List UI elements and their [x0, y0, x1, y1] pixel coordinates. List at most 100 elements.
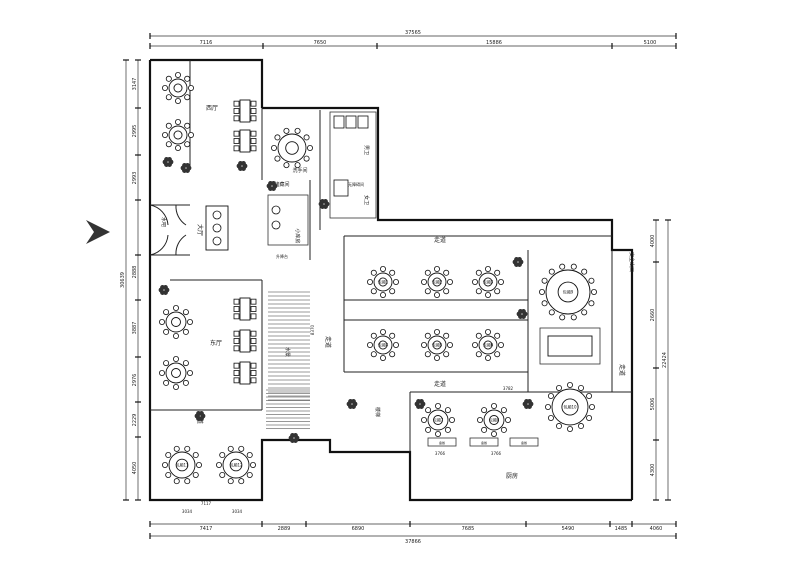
small-room-label: 小库房 [294, 228, 301, 243]
room-number-label: 包厢1 [378, 279, 389, 285]
service-label-3: 备餐 [521, 440, 527, 445]
chair [541, 300, 548, 307]
private-room-table-1: 包厢1 [366, 265, 399, 298]
chair [420, 416, 427, 423]
chair [545, 403, 552, 410]
chair [233, 306, 240, 312]
big-room-table-1: 包厢9 [539, 263, 598, 321]
chair [233, 345, 240, 352]
chair [539, 288, 546, 295]
chair [567, 425, 574, 432]
east-hall-table-1 [158, 304, 193, 339]
chair [484, 354, 491, 361]
bottom-dim-4: 7685 [462, 526, 475, 532]
plant-icon [194, 411, 206, 421]
inner-dim-2: 3034 [182, 509, 193, 514]
bottom-dim-7: 4060 [650, 526, 663, 532]
chair [481, 407, 488, 414]
chair [233, 313, 240, 320]
chair [490, 430, 497, 437]
chair [250, 313, 257, 320]
lower-private-table-1: 包厢7 [420, 402, 455, 437]
bottom-dim-1: 7417 [200, 526, 213, 532]
east-hall-rect-table-3 [233, 361, 257, 385]
chair [219, 471, 226, 478]
chair [165, 452, 172, 459]
chair [567, 381, 574, 388]
chair [283, 127, 290, 134]
chair [389, 288, 396, 295]
left-dimension-line: 30639 3147 2995 2993 2888 3887 2976 2229… [120, 59, 141, 501]
chair [424, 351, 431, 358]
chair [165, 122, 172, 129]
plant-icon [512, 257, 524, 267]
mens-wc-label: 男卫 [363, 145, 369, 155]
chair [233, 130, 240, 137]
chair [246, 452, 253, 459]
west-hall-rect-table-2 [233, 129, 257, 153]
chair [161, 461, 168, 468]
chair [233, 108, 240, 114]
chair [184, 445, 191, 452]
chair [494, 269, 501, 276]
private-room-table-6: 包厢6 [471, 328, 504, 361]
toilet-fixtures [267, 111, 377, 246]
chair [444, 407, 451, 414]
stairs-label: 楼梯 [374, 407, 381, 417]
chair [389, 269, 396, 276]
chair [184, 94, 191, 101]
chair [494, 351, 501, 358]
chair [174, 144, 181, 151]
chair [233, 370, 240, 376]
south-room-table-2: 包厢12 [215, 445, 256, 485]
private-room-table-top [270, 127, 313, 169]
west-hall-table-1 [161, 72, 194, 105]
right-dimension-line: 4000 2660 5006 4300 22424 [650, 219, 671, 501]
chair [591, 288, 598, 295]
chair [425, 407, 432, 414]
chair [424, 269, 431, 276]
chair [238, 478, 245, 485]
rect-table [239, 329, 251, 353]
chair [306, 144, 313, 151]
chair [294, 162, 301, 169]
chair [174, 98, 181, 105]
lobby-feature [205, 205, 229, 251]
left-dim-3: 2993 [132, 172, 138, 185]
chair [163, 309, 170, 316]
lower-private-table-2: 包厢8 [476, 402, 511, 437]
chair [158, 318, 165, 325]
washroom-label: 洗手间 [292, 167, 307, 174]
bottom-dim-2: 2889 [278, 526, 291, 532]
chair [425, 426, 432, 433]
bottom-dimension-line: 7417 2889 6890 7685 5490 1485 4060 37866 [149, 521, 677, 545]
chair [379, 291, 386, 298]
chair [250, 145, 257, 152]
chair [370, 332, 377, 339]
inner-dim-4: 7117 [201, 501, 212, 506]
chair [475, 332, 482, 339]
plant-icon [162, 157, 174, 167]
chair [250, 115, 257, 122]
inner-dim-7: 3766 [491, 451, 502, 456]
chair [182, 360, 189, 367]
west-hall-rect-table-1 [233, 99, 257, 123]
plant-icon [516, 309, 528, 319]
corridor-top-label: 走道 [434, 236, 446, 244]
chair [172, 355, 179, 362]
bottom-dim-5: 5490 [562, 526, 575, 532]
chair [559, 314, 566, 321]
chair [424, 332, 431, 339]
chair [174, 119, 181, 126]
chair [433, 328, 440, 335]
chair [233, 298, 240, 305]
chair [548, 268, 555, 275]
chair [187, 131, 194, 138]
inner-dim-6: 3766 [435, 451, 446, 456]
chair [270, 144, 277, 151]
chair [389, 351, 396, 358]
chair [182, 309, 189, 316]
chair [233, 330, 240, 337]
left-dim-1: 3147 [132, 78, 138, 91]
